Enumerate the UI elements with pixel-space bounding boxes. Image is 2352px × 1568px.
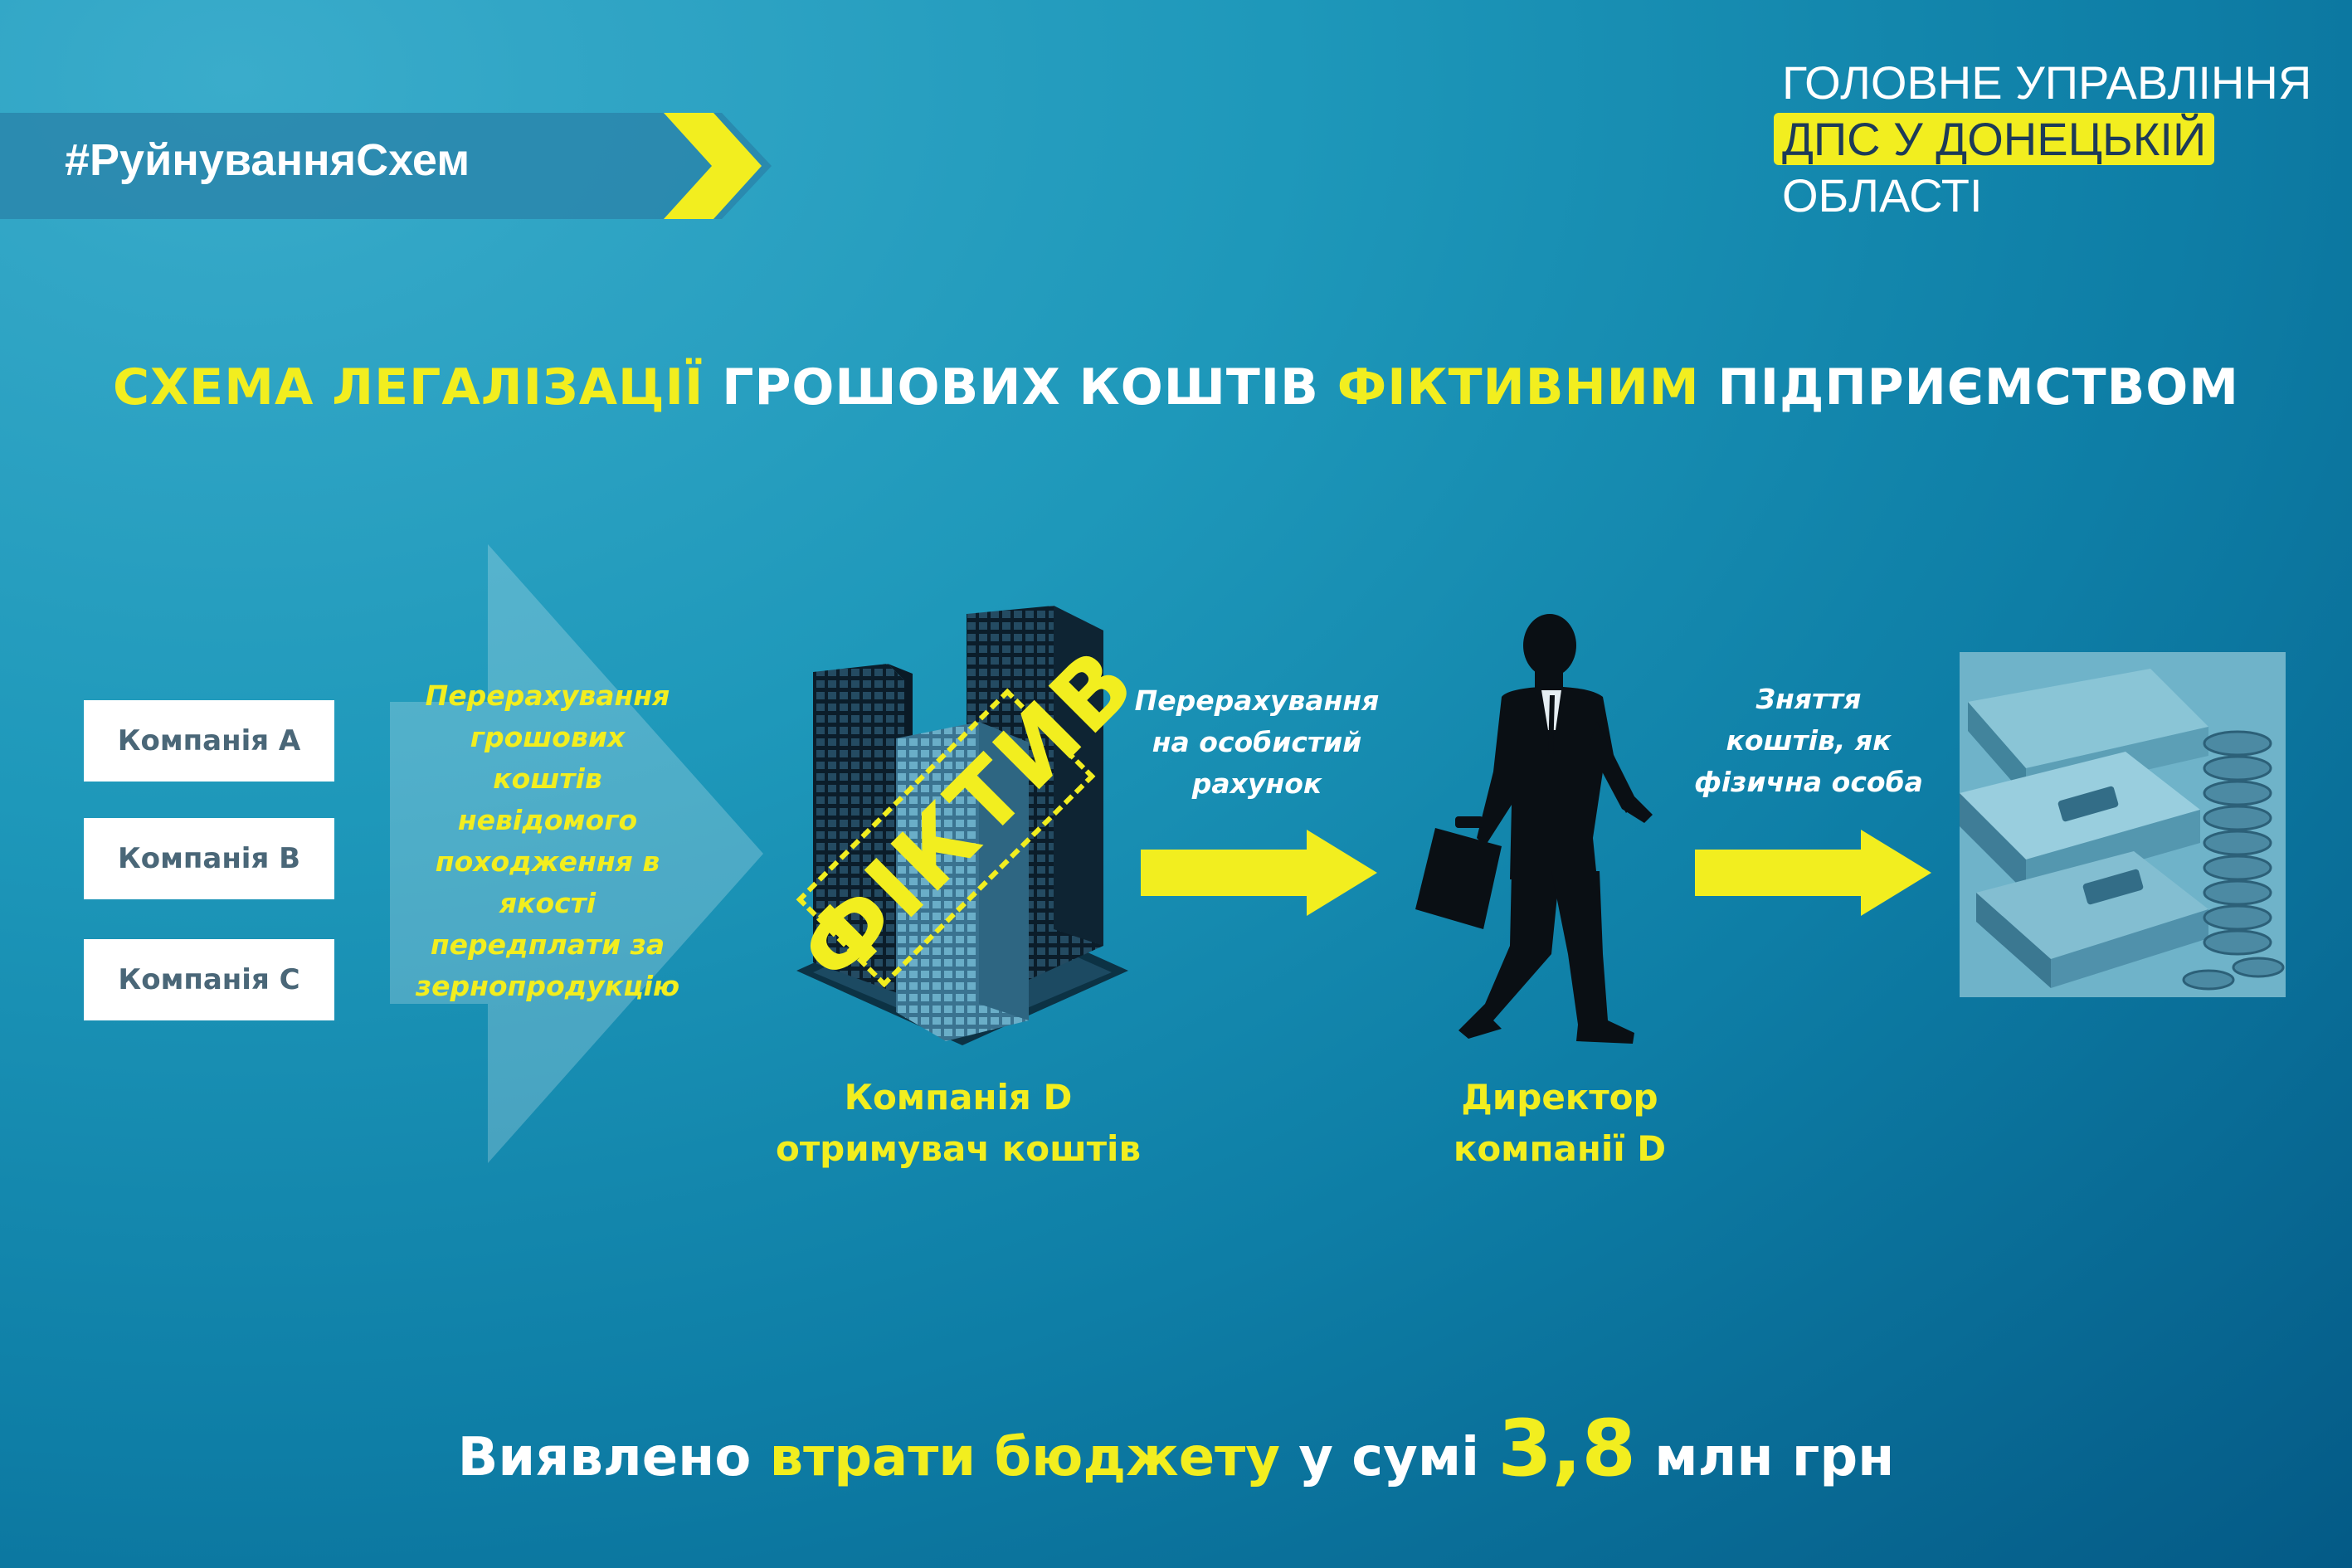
director-caption: Директор компанії D <box>1453 1077 1667 1169</box>
stamp-text: ФІКТИВ <box>779 627 1157 1005</box>
company-b-label: Компанія В <box>117 842 301 875</box>
arrow-right-icon <box>1141 830 1377 916</box>
hashtag-label: #РуйнуванняСхем <box>65 135 470 185</box>
company-a-box: Компанія А <box>84 700 334 782</box>
hashtag-banner <box>0 113 772 219</box>
company-c-box: Компанія С <box>84 939 334 1020</box>
transfer-description: Перерахування грошових коштів невідомого… <box>415 679 680 1002</box>
org-line-1: ГОЛОВНЕ УПРАВЛІННЯ <box>1782 56 2312 109</box>
org-line-3: ОБЛАСТІ <box>1782 169 1983 222</box>
money-cash-icon <box>1960 652 2286 997</box>
losses-amount: 3,8 <box>1497 1404 1636 1494</box>
title-part-2: ГРОШОВИХ КОШТІВ <box>704 358 1337 416</box>
title-part-4: ПІДПРИЄМСТВОМ <box>1699 358 2240 416</box>
company-a-label: Компанія А <box>117 724 301 757</box>
personal-account-description: Перерахування на особистий рахунок <box>1134 684 1380 800</box>
office-buildings-icon <box>796 606 1128 1045</box>
organization-name: ГОЛОВНЕ УПРАВЛІННЯ ДПС У ДОНЕЦЬКІЙ ОБЛАС… <box>1774 55 2312 224</box>
transfer-arrow-icon <box>390 544 763 1163</box>
title-part-3: ФІКТИВНИМ <box>1337 358 1700 416</box>
withdrawal-description: Зняття коштів, як фізична особа <box>1694 683 1923 798</box>
org-line-2: ДПС У ДОНЕЦЬКІЙ <box>1774 113 2215 165</box>
page-title: СХЕМА ЛЕГАЛІЗАЦІЇ ГРОШОВИХ КОШТІВ ФІКТИВ… <box>0 358 2352 416</box>
company-c-label: Компанія С <box>118 963 300 996</box>
losses-summary: Виявлено втрати бюджету у сумі 3,8 млн г… <box>457 1404 1895 1494</box>
company-d-caption: Компанія D отримувач коштів <box>775 1077 1142 1169</box>
arrow-right-icon-2 <box>1695 830 1931 916</box>
businessman-icon <box>1415 614 1653 1044</box>
title-part-1: СХЕМА ЛЕГАЛІЗАЦІЇ <box>112 358 704 416</box>
company-b-box: Компанія В <box>84 818 334 899</box>
